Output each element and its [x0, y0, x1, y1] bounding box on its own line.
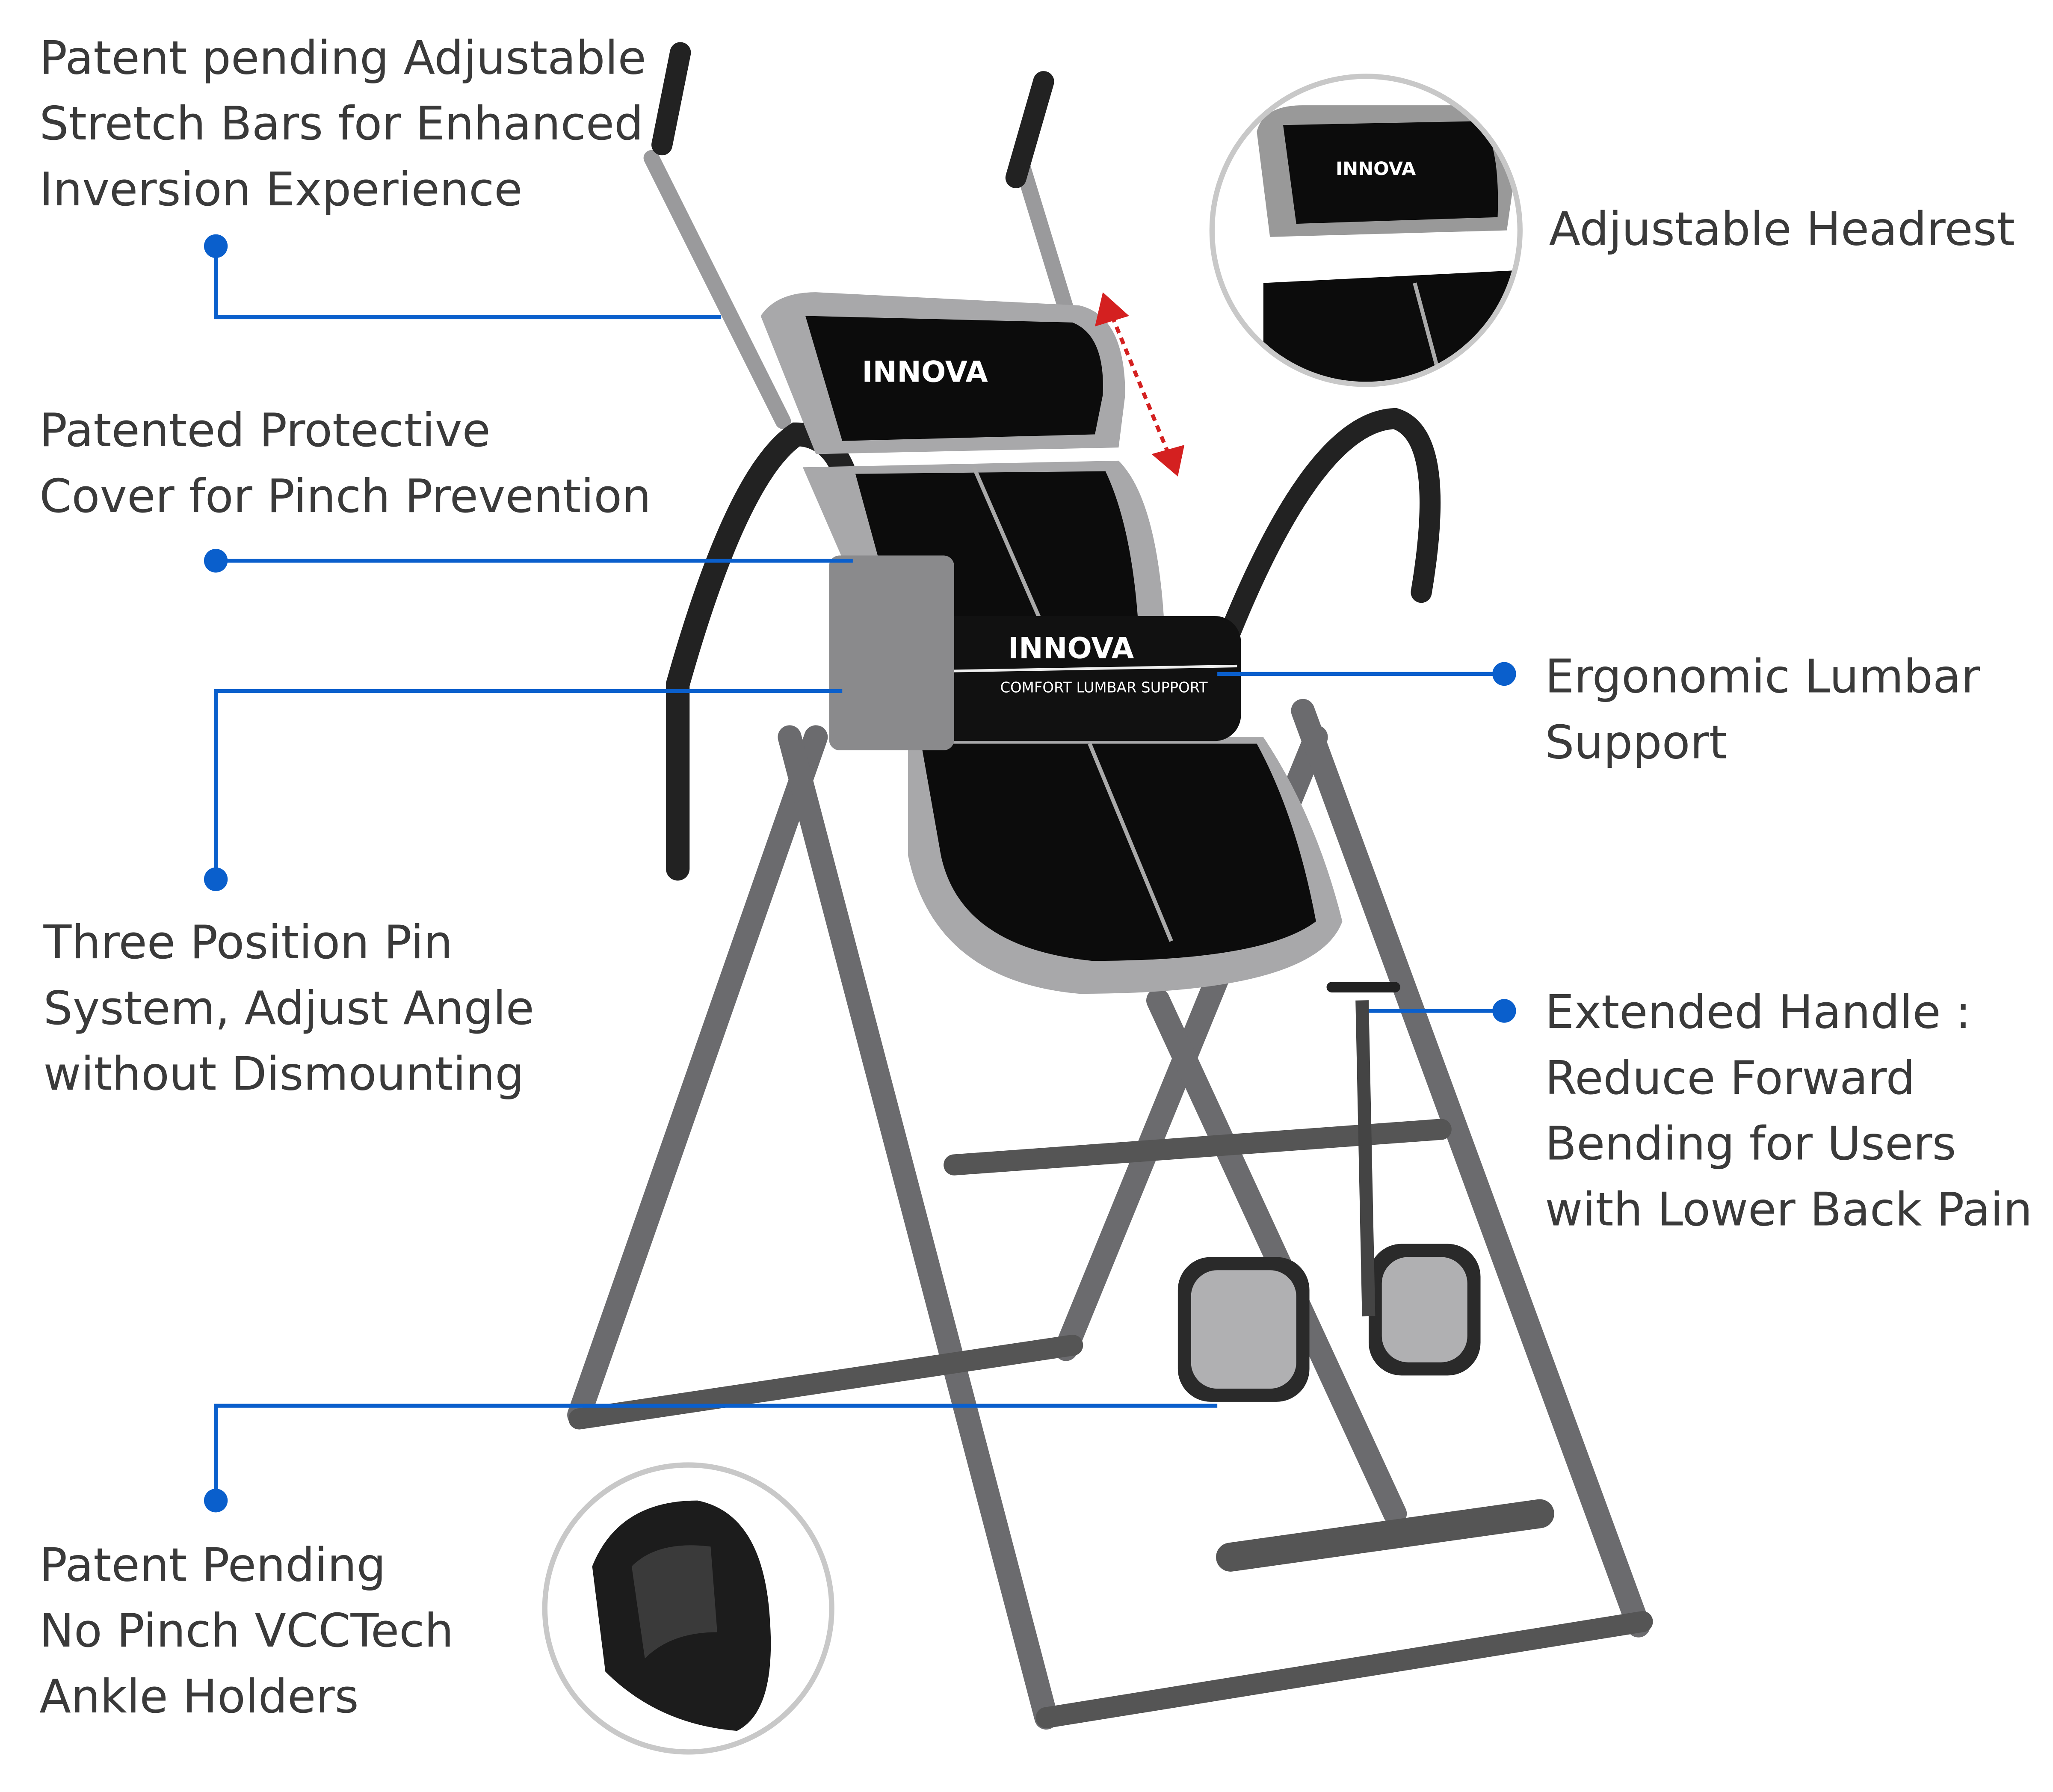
seat-pad: [921, 743, 1316, 961]
callout-line: Stretch Bars for Enhanced: [39, 98, 644, 151]
callout-lumbar: Ergonomic Lumbar Support: [1545, 645, 1980, 777]
callout-line: System, Adjust Angle: [43, 983, 534, 1036]
callout-line: Reduce Forward: [1545, 1053, 1915, 1106]
callout-handle: Extended Handle : Reduce Forward Bending…: [1545, 980, 2032, 1244]
lumbar-roll: [928, 616, 1241, 741]
callout-protective-cover: Patented Protective Cover for Pinch Prev…: [39, 399, 651, 530]
lumbar-caption: COMFORT LUMBAR SUPPORT: [1000, 679, 1207, 696]
callout-line: Extended Handle :: [1545, 987, 1971, 1040]
callout-line: Patented Protective: [39, 405, 491, 458]
headrest-detail-logo: INNOVA: [1336, 158, 1416, 180]
callout-line: with Lower Back Pain: [1545, 1185, 2032, 1238]
headrest-logo: INNOVA: [862, 355, 988, 388]
callout-line: Ergonomic Lumbar: [1545, 652, 1980, 705]
callout-stretch-bars: Patent pending Adjustable Stretch Bars f…: [39, 27, 646, 224]
headrest-detail-circle: INNOVA: [1209, 74, 1523, 387]
callout-line: No Pinch VCCTech: [39, 1605, 454, 1659]
headrest-adjust-arrow-icon: [1095, 292, 1185, 477]
callout-ankle-holders: Patent Pending No Pinch VCCTech Ankle Ho…: [39, 1534, 453, 1731]
callout-line: Patent Pending: [39, 1540, 386, 1593]
lumbar-logo: INNOVA: [1008, 631, 1134, 665]
callout-line: Bending for Users: [1545, 1119, 1956, 1172]
pinch-cover: [829, 555, 954, 750]
ankle-holder-detail-circle: [542, 1462, 834, 1755]
callout-line: Cover for Pinch Prevention: [39, 471, 651, 524]
callout-dots: [204, 234, 1516, 1513]
callout-lines: [213, 246, 1504, 1501]
callout-line: Three Position Pin: [43, 917, 453, 970]
callout-line: Patent pending Adjustable: [39, 33, 646, 86]
headrest-pad: [805, 316, 1103, 441]
callout-line: Adjustable Headrest: [1549, 204, 2015, 257]
callout-line: Support: [1545, 717, 1727, 770]
callout-line: without Dismounting: [43, 1049, 524, 1102]
callout-line: Ankle Holders: [39, 1671, 359, 1724]
callout-pin-system: Three Position Pin System, Adjust Angle …: [44, 911, 534, 1108]
callout-line: Inversion Experience: [39, 164, 523, 217]
callout-headrest: Adjustable Headrest: [1549, 198, 2015, 264]
